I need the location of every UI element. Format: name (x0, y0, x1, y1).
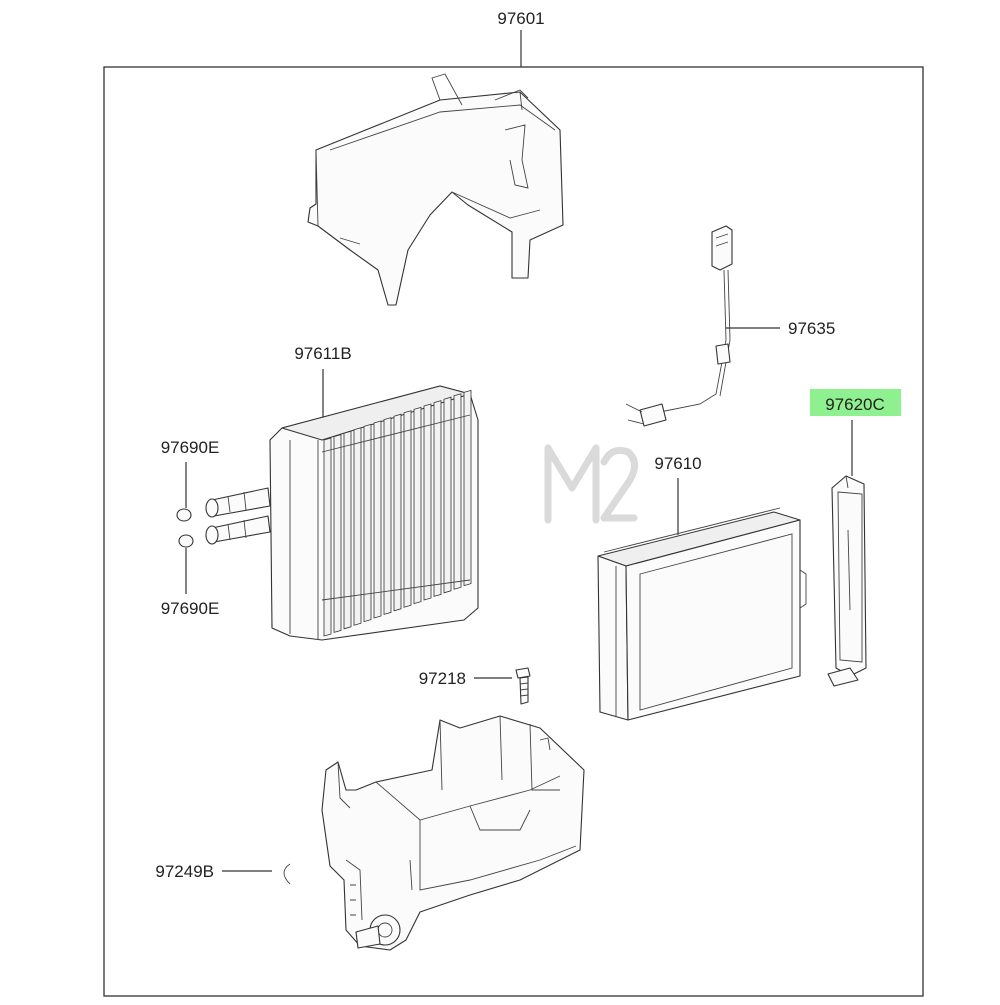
evaporator-fin (413, 406, 422, 605)
evaporator-fins (323, 389, 472, 637)
evaporator-fin (453, 393, 462, 590)
evaporator-fin (363, 423, 372, 623)
callout-oring-bottom[interactable]: 97690E (161, 599, 220, 618)
evaporator-fin (433, 400, 442, 597)
evaporator-fin (463, 389, 472, 587)
cabin-filter-part[interactable] (597, 507, 807, 721)
callout-filter-cover[interactable]: 97620C (825, 395, 885, 414)
callout-clip[interactable]: 97249B (155, 862, 214, 881)
watermark-logo (544, 444, 638, 524)
evaporator-fin (343, 430, 352, 630)
evaporator-fin (323, 437, 332, 637)
evaporator-fin (403, 410, 412, 608)
evaporator-fin (333, 434, 342, 633)
callout-evaporator[interactable]: 97611B (294, 344, 351, 363)
callout-filter[interactable]: 97610 (654, 454, 701, 473)
evaporator-core-part[interactable] (205, 385, 479, 641)
oring-top-part[interactable] (176, 508, 192, 522)
lower-case-part[interactable] (321, 715, 585, 951)
screw-part[interactable] (515, 667, 531, 705)
upper-case-part[interactable] (307, 73, 564, 306)
clip-part[interactable] (283, 863, 291, 885)
filter-cover-part[interactable] (827, 475, 867, 687)
assembly-frame (103, 66, 924, 997)
callout-oring-top[interactable]: 97690E (161, 438, 220, 457)
callout-sensor[interactable]: 97635 (788, 319, 835, 338)
evaporator-fin (443, 396, 452, 594)
oring-bottom-part[interactable] (178, 534, 194, 548)
evaporator-fin (373, 420, 382, 619)
temperature-sensor-part[interactable] (625, 225, 733, 427)
highlight-box (810, 389, 901, 416)
evaporator-fin (423, 403, 432, 601)
evaporator-fin (383, 417, 392, 615)
evaporator-fin (393, 413, 402, 612)
assembly-label[interactable]: 97601 (497, 9, 544, 28)
evaporator-fin (353, 427, 362, 626)
callout-screw[interactable]: 97218 (419, 669, 466, 688)
